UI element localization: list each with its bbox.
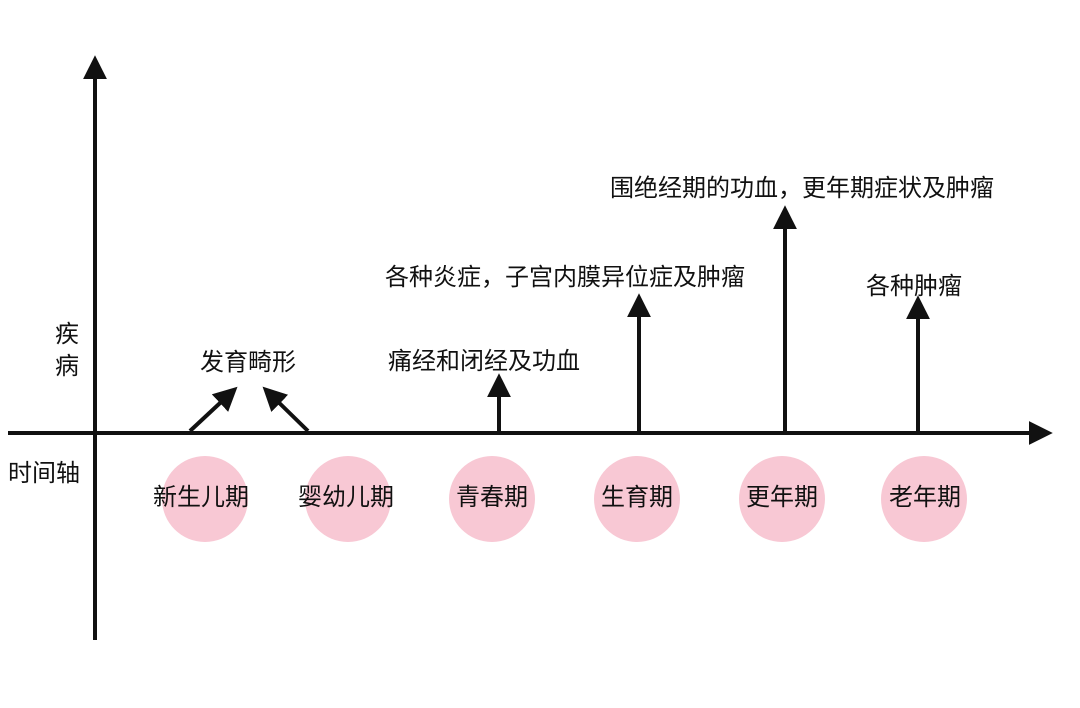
y-axis-char: 病: [55, 352, 79, 380]
disease-label-birth-defect: 发育畸形: [200, 348, 296, 376]
y-axis-char: 疾: [55, 320, 79, 348]
disease-label-elderly: 各种肿瘤: [866, 272, 962, 300]
stage-label-newborn: 新生儿期: [153, 483, 249, 511]
disease-label-reproductive: 各种炎症，子宫内膜异位症及肿瘤: [385, 263, 745, 291]
arrow-birth-defect-right: [262, 386, 310, 433]
stage-label-puberty: 青春期: [456, 483, 528, 511]
stage-label-reproductive: 生育期: [601, 483, 673, 511]
stage-circle-elderly: [881, 456, 967, 542]
x-axis-label: 时间轴: [8, 459, 80, 487]
stage-circle-menopause: [739, 456, 825, 542]
arrow-birth-defect-left: [188, 386, 238, 433]
disease-label-menopause: 围绝经期的功血，更年期症状及肿瘤: [610, 174, 994, 202]
stage-label-menopause: 更年期: [746, 483, 818, 511]
stage-circle-reproductive: [594, 456, 680, 542]
stage-label-infant: 婴幼儿期: [298, 483, 394, 511]
disease-label-puberty: 痛经和闭经及功血: [388, 347, 580, 375]
stage-circle-infant: [305, 456, 391, 542]
stage-circle-newborn: [162, 456, 248, 542]
stage-label-elderly: 老年期: [889, 483, 961, 511]
y-axis-label: 疾 病: [55, 318, 85, 382]
stage-circle-puberty: [449, 456, 535, 542]
